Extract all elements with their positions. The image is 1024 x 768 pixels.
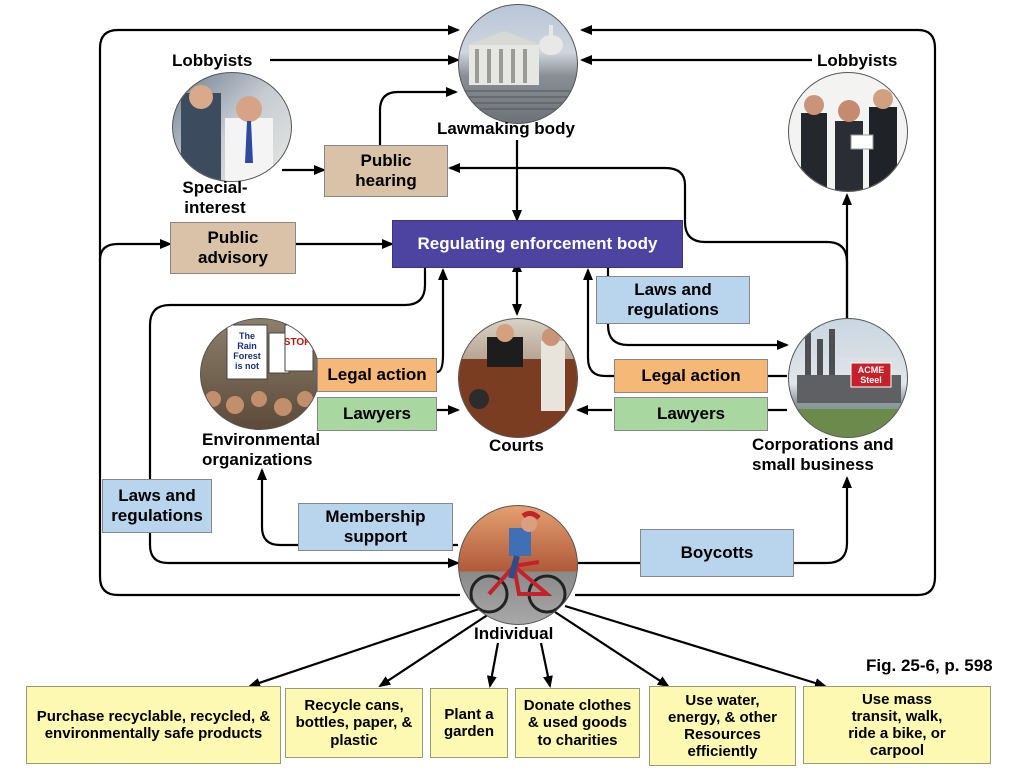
individual-to-corporations	[578, 476, 852, 565]
special-interest-photo	[172, 72, 292, 182]
courts-label: Courts	[489, 436, 544, 455]
businessmen-icon	[181, 85, 273, 181]
to-action-6	[564, 604, 827, 688]
svg-text:is not: is not	[235, 361, 259, 371]
capitol-icon	[459, 25, 577, 110]
individual-photo	[458, 505, 578, 625]
factory-photo: ACME Steel	[788, 318, 908, 438]
boycotts-box: Boycotts	[640, 529, 794, 577]
action-use-resources: Use water, energy, & other Resources eff…	[649, 686, 796, 766]
corporations-label: Corporations and small business	[752, 435, 894, 474]
svg-text:The: The	[239, 331, 255, 341]
svg-text:STOP!: STOP!	[284, 337, 314, 348]
laws-regs-right-box: Laws and regulations	[596, 276, 750, 324]
public-advisory-box: Public advisory	[170, 222, 296, 274]
env-orgs-label: Environmental organizations	[202, 430, 321, 469]
left-to-advisory	[98, 239, 172, 261]
svg-text:Steel: Steel	[860, 375, 882, 385]
to-action-3	[486, 642, 500, 688]
corporations-to-hearing	[448, 163, 849, 320]
figure-caption: Fig. 25-6, p. 598	[866, 656, 993, 675]
action-purchase-recyclable: Purchase recyclable, recycled, & environ…	[26, 686, 281, 764]
legal-action-left-box: Legal action	[317, 358, 437, 392]
hearing-to-lawmaking	[378, 87, 458, 145]
legal-right-to-regulating	[583, 268, 614, 378]
lawyers-right-box: Lawyers	[614, 397, 768, 431]
regulating-body-box: Regulating enforcement body	[392, 220, 683, 268]
public-hearing-box: Public hearing	[324, 145, 448, 197]
lobbyists-icon	[801, 89, 897, 191]
outer-loop-top-right	[575, 25, 937, 597]
membership-support-box: Membership support	[298, 503, 453, 551]
action-mass-transit: Use mass transit, walk, ride a bike, or …	[803, 686, 991, 764]
svg-text:Forest: Forest	[233, 351, 261, 361]
lobbyists-photo	[788, 72, 908, 192]
svg-text:Rain: Rain	[237, 341, 257, 351]
individual-label: Individual	[474, 624, 554, 643]
laws-regs-left-box: Laws and regulations	[102, 479, 212, 533]
action-plant-garden: Plant a garden	[430, 688, 508, 758]
action-recycle: Recycle cans, bottles, paper, & plastic	[285, 688, 423, 758]
cyclist-icon	[469, 510, 567, 614]
action-donate: Donate clothes & used goods to charities	[515, 688, 640, 758]
lobbyists-right-label: Lobbyists	[817, 51, 898, 70]
to-action-2	[378, 611, 493, 688]
lobbyists-left-label: Lobbyists	[172, 51, 253, 70]
outer-loop-top-left	[98, 25, 460, 597]
regulating-to-corporations	[606, 268, 789, 350]
legal-action-right-box: Legal action	[614, 359, 768, 393]
to-action-4	[539, 642, 553, 688]
lawmaking-body-label: Lawmaking body	[437, 119, 575, 138]
to-action-5	[554, 611, 670, 688]
capitol-photo	[458, 4, 578, 124]
factory-icon: ACME Steel	[789, 329, 907, 437]
protest-photo: The Rain Forest is not STOP!	[200, 318, 320, 430]
courts-photo	[458, 318, 578, 438]
lawyers-left-box: Lawyers	[317, 397, 437, 431]
regulating-to-individual	[148, 268, 460, 568]
individual-to-env	[257, 468, 458, 547]
legal-left-to-regulating	[436, 268, 448, 374]
to-action-1	[248, 606, 483, 688]
courtroom-icon	[459, 324, 577, 437]
svg-text:ACME: ACME	[858, 365, 885, 375]
protest-icon: The Rain Forest is not STOP!	[205, 324, 314, 416]
